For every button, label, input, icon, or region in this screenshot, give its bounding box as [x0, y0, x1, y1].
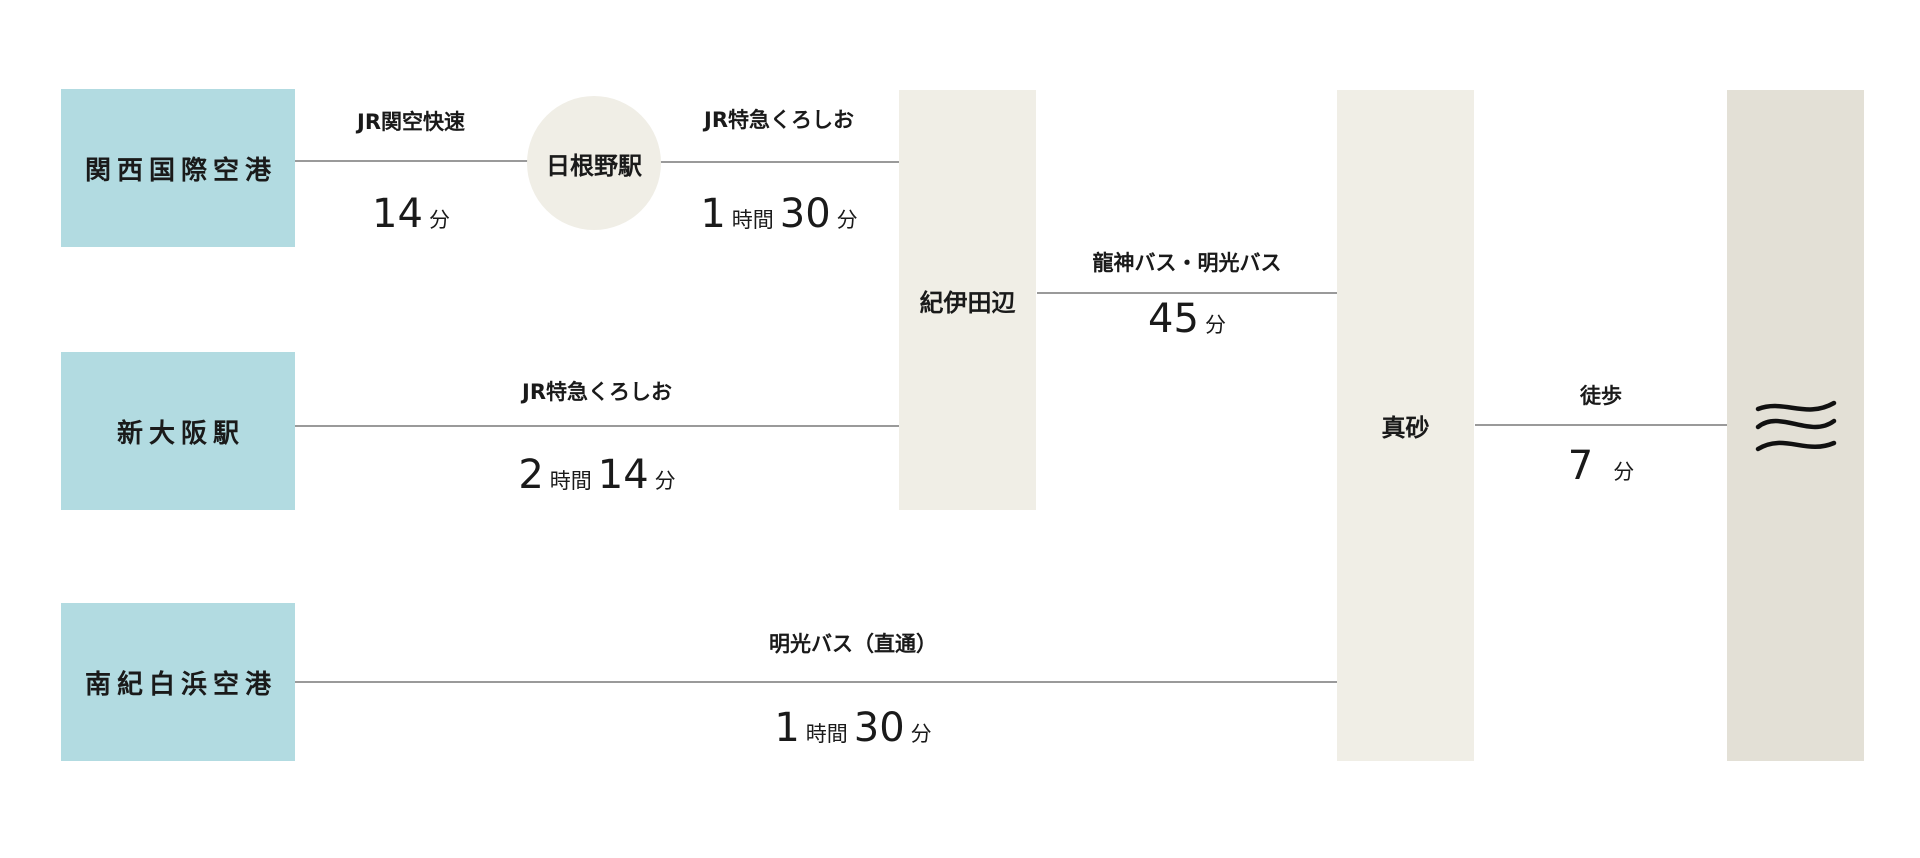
destination-column — [1727, 90, 1864, 761]
wave-logo-icon — [1755, 400, 1836, 451]
station-hineno: 日根野駅 — [527, 96, 661, 230]
route-label-meiko-bus-direct: 明光バス（直通） — [769, 632, 937, 656]
duration-hineno-tanabe: 1 時間 30 分 — [700, 194, 857, 234]
station-kii-tanabe: 紀伊田辺 — [899, 90, 1036, 510]
route-label-walk: 徒歩 — [1580, 384, 1622, 408]
duration-tanabe-masago: 45 分 — [1148, 299, 1226, 339]
duration-minutes: 30 — [779, 191, 831, 237]
duration-hour-unit: 時間 — [549, 469, 592, 493]
duration-kansai-hineno: 14 分 — [372, 194, 450, 234]
duration-minute-unit: 分 — [1204, 313, 1226, 337]
duration-shirahama-masago: 1 時間 30 分 — [774, 708, 931, 748]
duration-hours: 1 — [700, 191, 726, 237]
route-label-jr-limited-kuroshio-2: JR特急くろしお — [522, 380, 672, 404]
route-label-jr-limited-kuroshio-1: JR特急くろしお — [704, 108, 854, 132]
duration-minutes: 30 — [853, 705, 905, 751]
duration-minutes: 7 — [1567, 443, 1594, 489]
duration-hours: 2 — [518, 452, 544, 498]
duration-masago-dest: 7 分 — [1568, 446, 1634, 486]
station-masago: 真砂 — [1337, 90, 1474, 761]
station-kansai-airport: 関西国際空港 — [61, 89, 295, 247]
duration-minute-unit: 分 — [910, 722, 932, 746]
duration-hour-unit: 時間 — [731, 208, 774, 232]
duration-minute-unit: 分 — [654, 469, 676, 493]
duration-hours: 1 — [774, 705, 800, 751]
duration-minutes: 14 — [372, 191, 423, 237]
route-label-jr-kanku-rapid: JR関空快速 — [357, 110, 465, 134]
station-nanki-shirahama-airport: 南紀白浜空港 — [61, 603, 295, 761]
line-shirahama-masago — [295, 681, 1338, 683]
duration-minute-unit: 分 — [428, 208, 450, 232]
duration-minutes: 45 — [1148, 296, 1199, 342]
line-hineno-tanabe — [660, 161, 900, 163]
line-shinosaka-tanabe — [295, 425, 900, 427]
line-masago-dest — [1475, 424, 1727, 426]
duration-minute-unit: 分 — [836, 208, 858, 232]
duration-minute-unit: 分 — [1613, 460, 1635, 484]
line-tanabe-masago — [1037, 292, 1338, 294]
duration-shinosaka-tanabe: 2 時間 14 分 — [518, 455, 675, 495]
route-label-ryujin-meiko-bus: 龍神バス・明光バス — [1092, 251, 1282, 275]
duration-hour-unit: 時間 — [805, 722, 848, 746]
line-kansai-hineno — [295, 160, 530, 162]
duration-minutes: 14 — [597, 452, 649, 498]
station-shin-osaka: 新大阪駅 — [61, 352, 295, 510]
